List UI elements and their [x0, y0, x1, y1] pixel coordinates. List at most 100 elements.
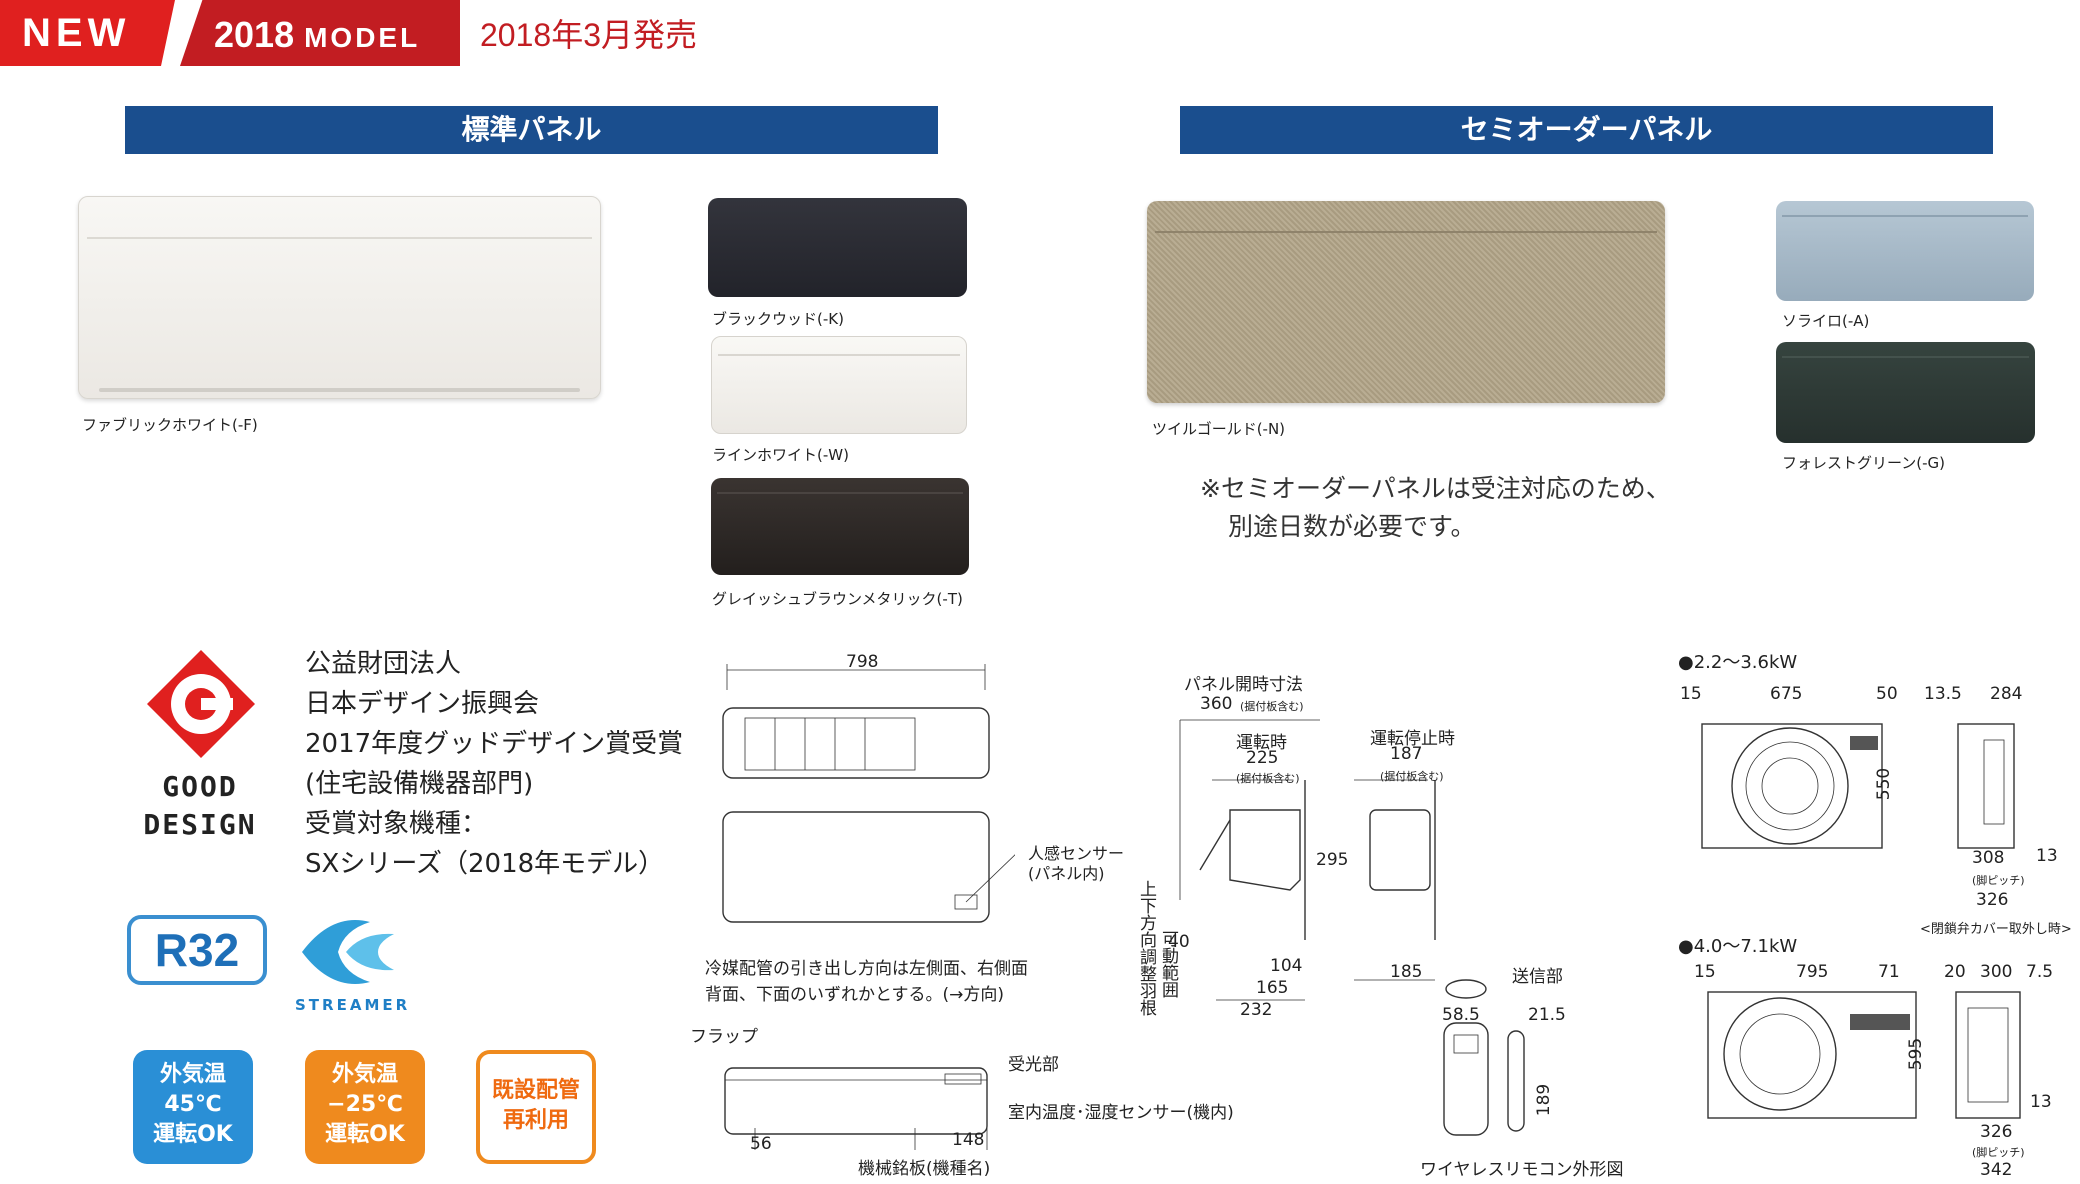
- release-date: 2018年3月発売: [480, 17, 697, 53]
- caption-black-wood: ブラックウッド(-K): [712, 310, 844, 328]
- os-d50: 50: [1876, 684, 1898, 704]
- panel-line-white: [711, 336, 967, 434]
- ol-pitch: (脚ピッチ): [1972, 1146, 2025, 1159]
- os-d13-5: 13.5: [1924, 684, 1962, 704]
- sensor-label-2: (パネル内): [1028, 864, 1105, 883]
- gd-line: 受賞対象機種：: [305, 809, 488, 839]
- feat-line: 運転OK: [325, 1122, 405, 1147]
- remote-caption: ワイヤレスリモコン外形図: [1420, 1160, 1624, 1180]
- temp-sensor-label: 室内温度･湿度センサー(機内): [1008, 1103, 1234, 1123]
- stopped-label: 運転停止時: [1370, 729, 1455, 749]
- panel-grayish-brown: [711, 478, 969, 575]
- pipe-note-1: 冷媒配管の引き出し方向は左側面、右側面: [705, 959, 1028, 979]
- good-design-logo: [147, 650, 255, 758]
- dim-187: 187: [1390, 744, 1423, 764]
- panel-black-wood: [708, 198, 967, 297]
- semi-order-note: ※セミオーダーパネルは受注対応のため、 別途日数が必要です。: [1200, 470, 1671, 546]
- outdoor-small-diagram: [1701, 723, 2015, 849]
- outdoor-large-diagram: [1707, 991, 2021, 1119]
- gd-line: 2017年度グッドデザイン賞受賞: [305, 729, 684, 759]
- streamer-icon: [302, 920, 394, 984]
- panel-sorairo: [1776, 201, 2034, 301]
- caption-sorairo: ソライロ(-A): [1782, 312, 1870, 330]
- good-design-word2: DESIGN: [143, 808, 257, 841]
- pipe-note-2: 背面、下面のいずれかとする。(→方向): [705, 985, 1004, 1005]
- caption-forest-green: フォレストグリーン(-G): [1782, 454, 1945, 472]
- feat-line: 既設配管: [491, 1078, 580, 1103]
- sensor-label-1: 人感センサー: [1028, 844, 1125, 863]
- standard-panel-header: 標準パネル: [125, 106, 938, 154]
- feature-45c: 外気温 45℃ 運転OK: [133, 1050, 253, 1164]
- incl-label-3: (据付板含む): [1380, 770, 1444, 783]
- caption-twill-gold: ツイルゴールド(-N): [1152, 420, 1286, 438]
- os-d284: 284: [1990, 684, 2023, 704]
- gd-line: (住宅設備機器部門): [305, 769, 534, 799]
- panel-fabric-white: [78, 196, 601, 399]
- feat-line: 45℃: [164, 1092, 222, 1117]
- dim-58-5: 58.5: [1442, 1005, 1480, 1025]
- good-design-word1: GOOD: [162, 770, 238, 803]
- receiver-label: 受光部: [1008, 1055, 1059, 1075]
- gd-line: SXシリーズ（2018年モデル）: [305, 849, 665, 879]
- outdoor-large-title: ●4.0～7.1kW: [1678, 936, 1798, 957]
- ol-d7-5: 7.5: [2026, 962, 2054, 982]
- dim-165: 165: [1256, 978, 1289, 998]
- feat-line: −25℃: [327, 1092, 403, 1117]
- feat-line: 再利用: [502, 1108, 569, 1133]
- ol-d795: 795: [1796, 962, 1829, 982]
- new-badge: NEW: [0, 0, 175, 66]
- ol-d595: 595: [1906, 1037, 1927, 1071]
- ol-d326: 326: [1980, 1122, 2013, 1142]
- ol-d300: 300: [1980, 962, 2013, 982]
- panel-open-label: パネル開時寸法: [1184, 675, 1303, 695]
- r32-badge: R32: [127, 915, 267, 985]
- feature-minus25c: 外気温 −25℃ 運転OK: [305, 1050, 425, 1164]
- dim-21-5: 21.5: [1528, 1005, 1566, 1025]
- incl-label-2: (据付板含む): [1236, 772, 1300, 785]
- dim-40: 40: [1168, 932, 1190, 952]
- vertical-label-2: 可動範囲: [1158, 930, 1178, 998]
- dim-189: 189: [1534, 1083, 1555, 1117]
- gd-line: 日本デザイン振興会: [305, 689, 540, 719]
- panel-twill-gold: [1147, 201, 1665, 403]
- feat-line: 外気温: [331, 1062, 398, 1087]
- dim-232: 232: [1240, 1000, 1273, 1020]
- dim-148: 148: [952, 1130, 985, 1150]
- gd-line: 公益財団法人: [305, 649, 462, 679]
- transmitter-label: 送信部: [1512, 967, 1563, 987]
- os-d326: 326: [1976, 890, 2009, 910]
- panel-forest-green: [1776, 342, 2035, 443]
- semi-order-panel-header: セミオーダーパネル: [1180, 106, 1993, 154]
- dim-56: 56: [750, 1134, 772, 1154]
- good-design-text: 公益財団法人 日本デザイン振興会 2017年度グッドデザイン賞受賞 (住宅設備機…: [305, 644, 683, 884]
- streamer-label: STREAMER: [295, 996, 411, 1014]
- os-d15: 15: [1680, 684, 1702, 704]
- os-d675: 675: [1770, 684, 1803, 704]
- incl-label-1: (据付板含む): [1240, 700, 1304, 713]
- outdoor-small-title: ●2.2～3.6kW: [1678, 652, 1798, 673]
- vertical-label: 上下方向調整羽根: [1136, 880, 1156, 1016]
- flap-label: フラップ: [690, 1027, 758, 1047]
- dim-295: 295: [1316, 850, 1349, 870]
- caption-line-white: ラインホワイト(-W): [712, 446, 849, 464]
- model-year: 2018: [214, 14, 295, 55]
- ol-d71: 71: [1878, 962, 1900, 982]
- dim-225: 225: [1246, 748, 1279, 768]
- dim-360: 360: [1200, 694, 1233, 714]
- note-line-2: 別途日数が必要です。: [1228, 512, 1476, 541]
- feat-line: 運転OK: [153, 1122, 233, 1147]
- remote-diagram: [1443, 979, 1525, 1136]
- feat-line: 外気温: [159, 1062, 226, 1087]
- os-d13: 13: [2036, 846, 2058, 866]
- caption-fabric-white: ファブリックホワイト(-F): [82, 416, 258, 434]
- os-d550: 550: [1874, 767, 1895, 801]
- os-pitch: (脚ピッチ): [1972, 874, 2025, 887]
- dim-185: 185: [1390, 962, 1423, 982]
- feature-reuse-pipe: 既設配管 再利用: [476, 1050, 596, 1164]
- side-view-diagram: [1179, 719, 1436, 1001]
- os-d308: 308: [1972, 848, 2005, 868]
- indoor-unit-diagram: [722, 664, 1015, 1150]
- ol-d13: 13: [2030, 1092, 2052, 1112]
- dim-104: 104: [1270, 956, 1303, 976]
